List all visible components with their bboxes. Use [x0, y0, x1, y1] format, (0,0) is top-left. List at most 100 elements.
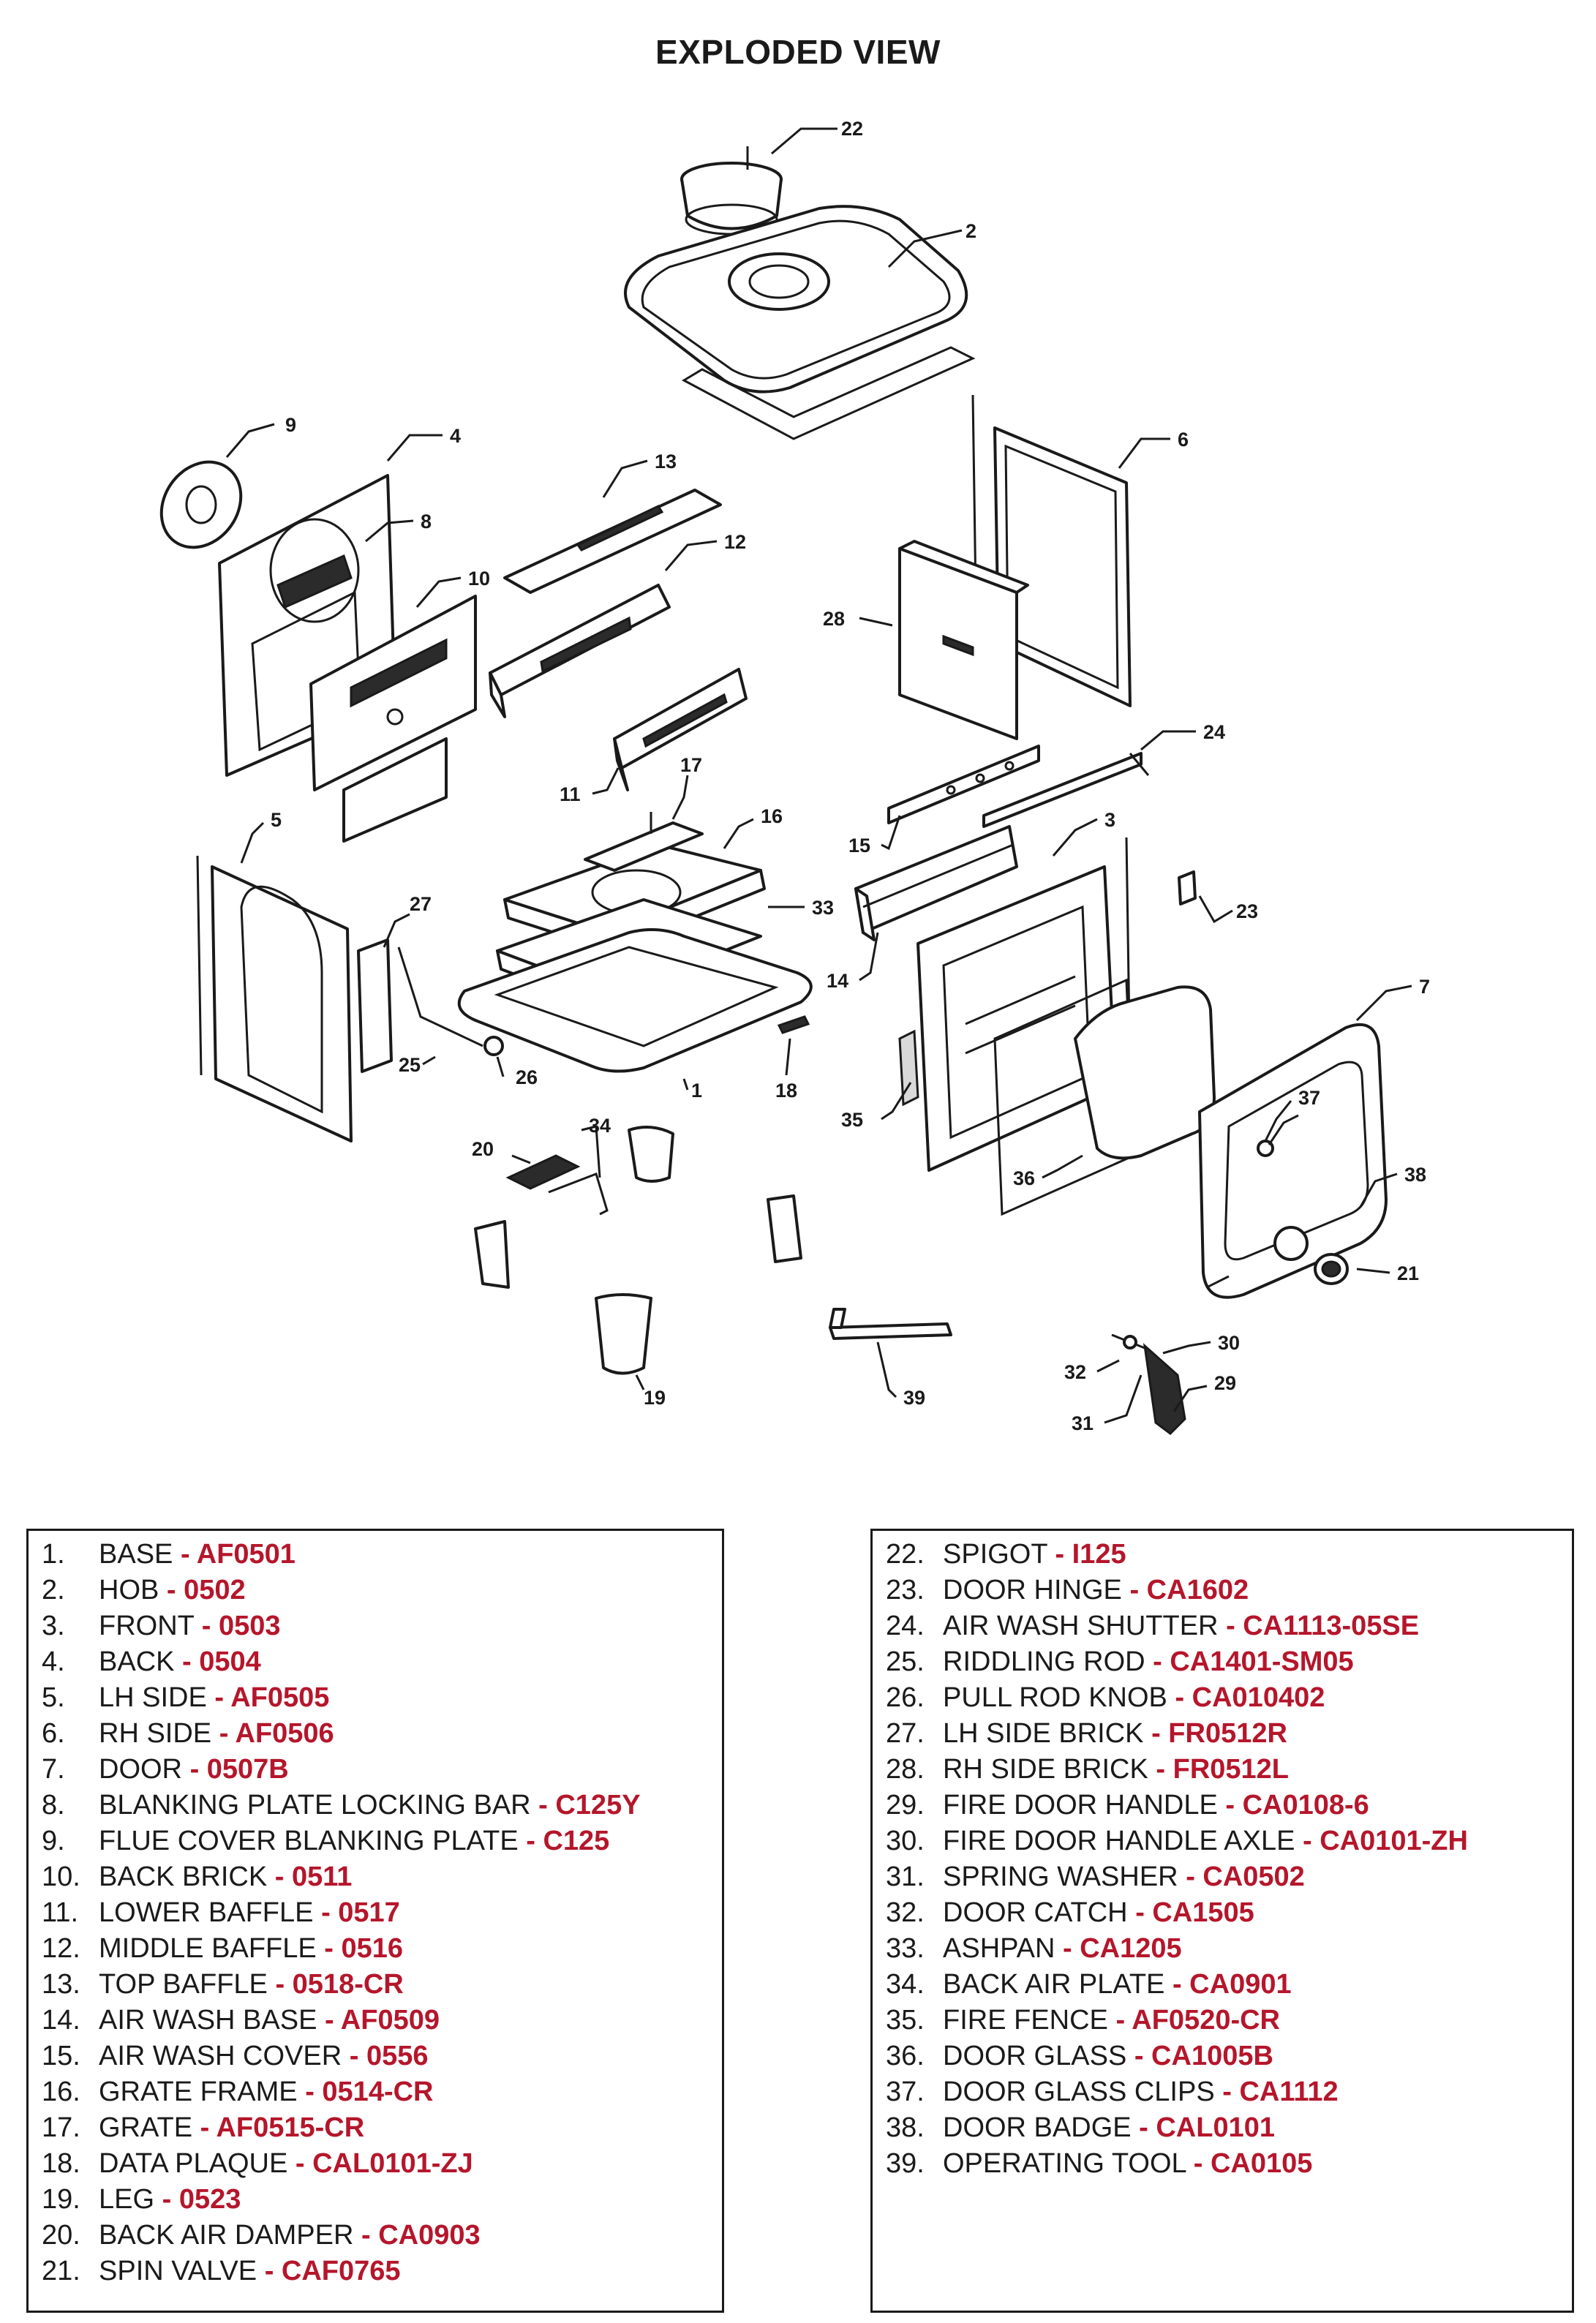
part-code: - 0502 [166, 1575, 246, 1605]
part-name: TOP BAFFLE - 0518-CR [99, 1969, 404, 2000]
part-code: - AF0520-CR [1115, 2005, 1280, 2036]
callout-16: 16 [761, 805, 783, 827]
callout-26: 26 [516, 1066, 538, 1088]
part-code: - CA1602 [1129, 1575, 1249, 1605]
part-number: 15. [42, 2041, 80, 2071]
part-code: - C125 [526, 1826, 610, 1856]
callout-4: 4 [450, 425, 461, 447]
riddling-rod-part [397, 946, 483, 1047]
part-name: AIR WASH SHUTTER - CA1113-05SE [943, 1611, 1420, 1641]
part-number: 17. [42, 2112, 80, 2143]
part-name: FRONT - 0503 [99, 1611, 281, 1641]
part-name: BLANKING PLATE LOCKING BAR - C125Y [99, 1790, 641, 1821]
part-name: SPIGOT - I125 [943, 1539, 1126, 1570]
air-wash-cover-part [887, 745, 1040, 824]
callout-22: 22 [841, 118, 863, 140]
part-number: 33. [886, 1933, 925, 1964]
part-name: BACK AIR PLATE - CA0901 [943, 1969, 1292, 2000]
callout-7: 7 [1419, 976, 1430, 998]
part-name: MIDDLE BAFFLE - 0516 [99, 1933, 404, 1964]
part-number: 36. [886, 2041, 925, 2071]
part-code: - CA1205 [1063, 1933, 1182, 1964]
part-code: - CAF0765 [264, 2256, 401, 2286]
part-code: - CA0108-6 [1225, 1790, 1369, 1821]
part-number: 8. [42, 1790, 65, 1821]
part-code: - CAL0101 [1139, 2112, 1275, 2143]
part-number: 10. [42, 1861, 80, 1892]
callout-24: 24 [1203, 721, 1225, 743]
part-code: - CA0101-ZH [1303, 1826, 1468, 1856]
part-name: LEG - 0523 [99, 2184, 241, 2215]
part-number: 16. [42, 2077, 80, 2107]
part-code: - 0523 [162, 2184, 241, 2215]
callout-13: 13 [655, 451, 677, 472]
part-name: RH SIDE - AF0506 [99, 1718, 334, 1749]
part-code: - FR0512L [1156, 1754, 1290, 1785]
part-code: - 0516 [324, 1933, 404, 1964]
part-name: RIDDLING ROD - CA1401-SM05 [943, 1646, 1354, 1677]
part-name: LH SIDE - AF0505 [99, 1682, 330, 1713]
middle-baffle-part [489, 584, 671, 718]
data-plaque-part [777, 1015, 810, 1034]
part-name: FLUE COVER BLANKING PLATE - C125 [99, 1826, 610, 1856]
part-number: 39. [886, 2148, 925, 2179]
part-code: - CA1401-SM05 [1153, 1646, 1354, 1677]
part-code: - AF0505 [214, 1682, 330, 1713]
part-code: - CA1505 [1135, 1897, 1254, 1928]
callout-25: 25 [399, 1054, 421, 1076]
part-name: OPERATING TOOL - CA0105 [943, 2148, 1313, 2179]
lower-baffle-part [613, 668, 748, 791]
page-title: EXPLODED VIEW [655, 33, 941, 71]
callout-21: 21 [1397, 1262, 1419, 1284]
part-number: 20. [42, 2220, 80, 2251]
part-number: 22. [886, 1539, 925, 1570]
spigot-part [680, 146, 783, 236]
fire-fence-part [898, 1029, 919, 1107]
part-number: 13. [42, 1969, 80, 2000]
callout-11: 11 [560, 783, 581, 805]
callout-23: 23 [1236, 900, 1258, 922]
callout-32: 32 [1064, 1361, 1086, 1383]
part-number: 6. [42, 1718, 65, 1749]
part-code: - 0518-CR [275, 1969, 404, 2000]
part-name: FIRE DOOR HANDLE AXLE - CA0101-ZH [943, 1826, 1468, 1856]
part-name: GRATE FRAME - 0514-CR [99, 2077, 434, 2107]
part-name: RH SIDE BRICK - FR0512L [943, 1754, 1290, 1785]
part-code: - AF0515-CR [200, 2112, 365, 2143]
part-name: BACK - 0504 [99, 1646, 261, 1677]
door-hinge-part [1178, 870, 1197, 906]
callout-28: 28 [823, 608, 845, 630]
part-code: - FR0512R [1151, 1718, 1287, 1749]
door-glass-part [993, 978, 1216, 1216]
exploded-view-diagram: 22 2 9 4 8 10 13 12 11 6 28 24 3 15 14 1… [159, 118, 1430, 1435]
callout-19: 19 [644, 1387, 666, 1409]
part-code: - CA1112 [1222, 2077, 1339, 2107]
part-name: FIRE FENCE - AF0520-CR [943, 2005, 1280, 2036]
back-brick-part [309, 595, 477, 843]
callout-6: 6 [1178, 429, 1189, 451]
callout-15: 15 [848, 835, 870, 856]
lh-side-brick-part [357, 938, 393, 1073]
part-code: - CA0903 [361, 2220, 481, 2251]
part-name: DOOR GLASS - CA1005B [943, 2041, 1273, 2071]
part-code: - CA1113-05SE [1226, 1611, 1420, 1641]
part-number: 11. [42, 1897, 79, 1928]
part-name: DOOR HINGE - CA1602 [943, 1575, 1249, 1605]
part-code: - AF0501 [180, 1539, 296, 1570]
leg-rear-part [628, 1126, 674, 1183]
part-number: 35. [886, 2005, 925, 2036]
part-number: 14. [42, 2005, 80, 2036]
pull-rod-knob-part [483, 1036, 504, 1056]
part-code: - CA0502 [1186, 1861, 1305, 1892]
callout-37: 37 [1298, 1087, 1320, 1109]
front-panel-part [916, 837, 1132, 1172]
part-name: SPRING WASHER - CA0502 [943, 1861, 1305, 1892]
spin-valve-part [1314, 1253, 1349, 1285]
grate-part [584, 812, 704, 872]
part-code: - 0514-CR [305, 2077, 434, 2107]
part-number: 18. [42, 2148, 80, 2179]
base-part [457, 928, 813, 1073]
part-number: 25. [886, 1646, 925, 1677]
part-number: 9. [42, 1826, 65, 1856]
